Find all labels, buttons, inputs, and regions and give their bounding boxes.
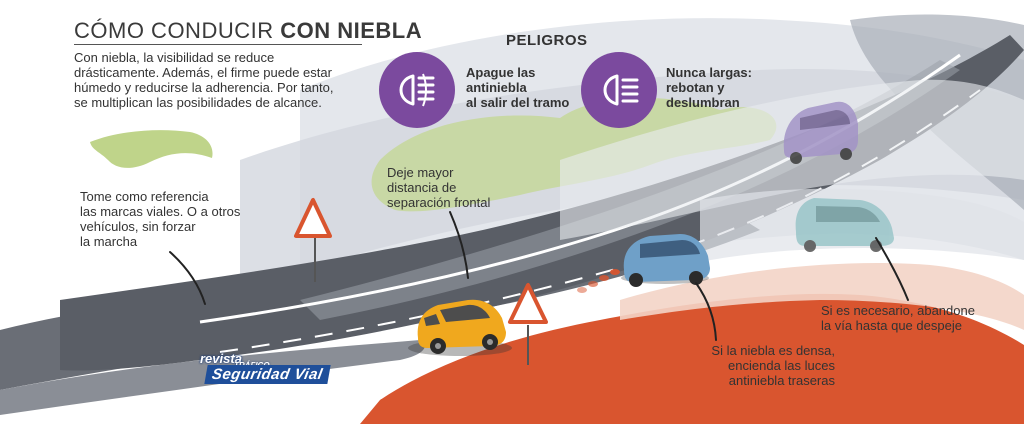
tip-line: encienda las luces <box>728 358 835 373</box>
danger-line: al salir del tramo <box>466 95 570 110</box>
terrain <box>360 293 1024 424</box>
intro-text: Con niebla, la visibilidad se reduce drá… <box>74 50 334 110</box>
rear-light-trail <box>577 269 620 293</box>
danger-text-fog-lights: Apague las antiniebla al salir del tramo <box>466 65 576 110</box>
purple-car <box>783 101 858 164</box>
blue-car <box>621 234 710 287</box>
tip-line: separación frontal <box>387 195 491 210</box>
danger-line: antiniebla <box>466 80 527 95</box>
tip-line: las marcas viales. O a otros <box>80 204 241 219</box>
fog-light-badge <box>379 52 455 128</box>
title-light: CÓMO CONDUCIR <box>74 18 281 43</box>
tip-line: distancia de <box>387 180 457 195</box>
warning-triangle-icon <box>508 283 548 365</box>
terrain <box>620 263 1024 330</box>
warning-triangle-icon <box>294 198 332 282</box>
tip-line: la marcha <box>80 234 138 249</box>
danger-line: Apague las <box>466 65 536 80</box>
tip-line: Si la niebla es densa, <box>711 343 835 358</box>
logo-line-1: revista <box>200 351 242 366</box>
page-title: CÓMO CONDUCIR CON NIEBLA <box>74 18 422 44</box>
tip-line: la vía hasta que despeje <box>821 318 962 333</box>
dangers-heading: PELIGROS <box>506 32 588 49</box>
high-beam-icon <box>603 74 639 106</box>
tip-leave-road: Si es necesario, abandone la vía hasta q… <box>821 303 981 333</box>
tip-line: Deje mayor <box>387 165 454 180</box>
danger-line: deslumbran <box>666 95 740 110</box>
orange-car <box>408 299 512 356</box>
logo-line-3: Seguridad Vial <box>204 365 331 384</box>
danger-text-high-beams: Nunca largas: rebotan y deslumbran <box>666 65 776 110</box>
danger-line: Nunca largas: <box>666 65 752 80</box>
tip-line: Tome como referencia <box>80 189 209 204</box>
tip-line: vehículos, sin forzar <box>80 219 196 234</box>
danger-line: rebotan y <box>666 80 725 95</box>
high-beam-badge <box>581 52 657 128</box>
tip-line: antiniebla traseras <box>728 373 835 388</box>
leader-line <box>169 211 909 341</box>
tip-distance: Deje mayor distancia de separación front… <box>387 165 507 210</box>
tip-road-markings: Tome como referencia las marcas viales. … <box>80 189 270 249</box>
fog-light-icon <box>399 73 435 107</box>
revista-seguridad-vial-logo: revista TRÁFICO Seguridad Vial <box>196 351 346 389</box>
title-divider <box>74 44 362 45</box>
tip-rear-fog-lights: Si la niebla es densa, encienda las luce… <box>700 343 835 388</box>
road <box>60 35 1024 371</box>
tip-line: Si es necesario, abandone <box>821 303 975 318</box>
title-bold: CON NIEBLA <box>280 18 423 43</box>
teal-car <box>795 198 894 252</box>
green-field <box>90 130 213 168</box>
